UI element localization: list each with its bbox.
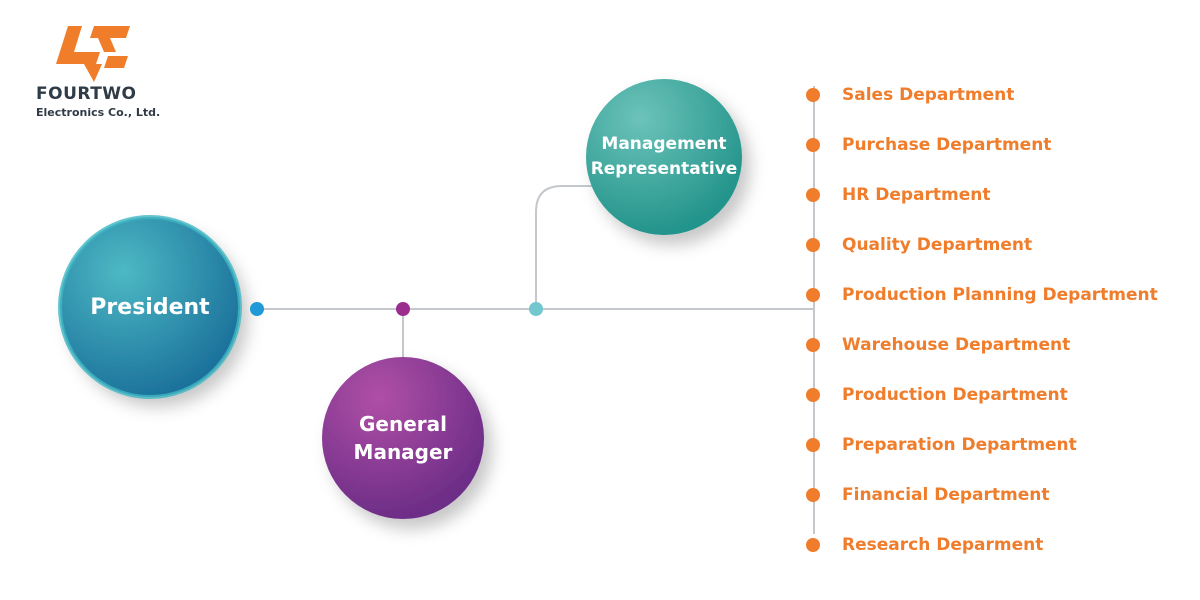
department-label: Research Deparment — [842, 535, 1044, 555]
management-rep-circle — [586, 79, 742, 235]
president-circle — [60, 217, 240, 397]
general-manager-text-line2: Manager — [353, 440, 453, 464]
department-item: Preparation Department — [806, 420, 1158, 470]
department-item: Quality Department — [806, 220, 1158, 270]
department-bullet-icon — [806, 488, 820, 502]
department-list: Sales Department Purchase Department HR … — [806, 70, 1158, 570]
department-label: Production Department — [842, 385, 1068, 405]
department-item: HR Department — [806, 170, 1158, 220]
department-bullet-icon — [806, 88, 820, 102]
department-item: Sales Department — [806, 70, 1158, 120]
company-logo: FOURTWO Electronics Co., Ltd. — [34, 26, 174, 126]
president-circle-rim — [58, 215, 242, 399]
logo-company-subtitle: Electronics Co., Ltd. — [36, 106, 161, 119]
department-bullet-icon — [806, 188, 820, 202]
logo-company-name: FOURTWO — [36, 84, 137, 104]
department-bullet-icon — [806, 338, 820, 352]
department-bullet-icon — [806, 388, 820, 402]
management-rep-label: Management Representative — [586, 80, 742, 234]
department-item: Production Department — [806, 370, 1158, 420]
department-item: Production Planning Department — [806, 270, 1158, 320]
department-label: HR Department — [842, 185, 991, 205]
department-bullet-icon — [806, 138, 820, 152]
department-bullet-icon — [806, 438, 820, 452]
department-label: Warehouse Department — [842, 335, 1071, 355]
fourtwo-logo-mark-icon — [56, 26, 130, 82]
department-bullet-icon — [806, 238, 820, 252]
department-item: Financial Department — [806, 470, 1158, 520]
president-connector-dot — [250, 302, 264, 316]
management-rep-text-line1: Management — [601, 134, 727, 154]
management-rep-text-line2: Representative — [590, 159, 738, 179]
department-label: Financial Department — [842, 485, 1050, 505]
department-bullet-icon — [806, 538, 820, 552]
department-label: Production Planning Department — [842, 285, 1158, 305]
general-manager-label: General Manager — [322, 356, 484, 520]
department-label: Preparation Department — [842, 435, 1077, 455]
department-bullet-icon — [806, 288, 820, 302]
department-item: Research Deparment — [806, 520, 1158, 570]
department-label: Sales Department — [842, 85, 1015, 105]
general-manager-text-line1: General — [358, 412, 447, 436]
president-label: President — [60, 222, 240, 392]
management-rep-connector-dot — [529, 302, 543, 316]
management-rep-connector — [535, 185, 592, 309]
general-manager-connector-dot — [396, 302, 410, 316]
general-manager-circle — [322, 357, 484, 519]
department-item: Warehouse Department — [806, 320, 1158, 370]
president-text: President — [90, 294, 210, 320]
department-label: Quality Department — [842, 235, 1033, 255]
department-item: Purchase Department — [806, 120, 1158, 170]
department-label: Purchase Department — [842, 135, 1052, 155]
